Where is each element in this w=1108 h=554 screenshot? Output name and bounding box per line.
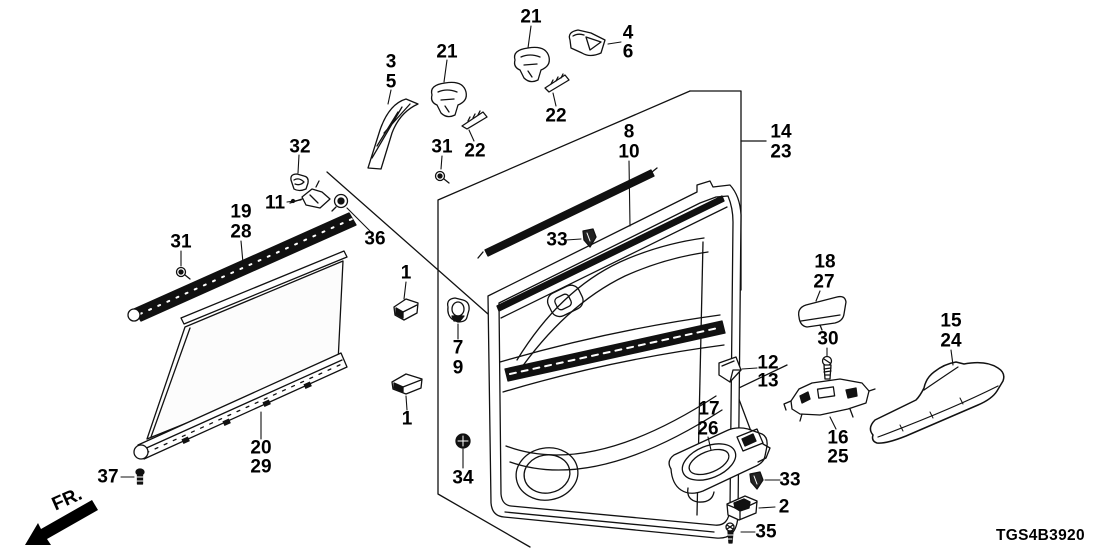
part-22-slat-a (461, 110, 488, 130)
part-label-18: 18 (814, 251, 836, 273)
part-label-36: 36 (364, 228, 386, 250)
part-label-22: 22 (545, 105, 567, 127)
part-label-15: 15 (940, 310, 962, 332)
part-4-6-garnish (568, 29, 606, 57)
part-label-2: 2 (778, 496, 790, 518)
part-label-26: 26 (697, 418, 719, 440)
part-label-10: 10 (618, 141, 640, 163)
part-label-31: 31 (431, 136, 453, 158)
part-label-22: 22 (464, 140, 486, 162)
part-1-clip-bottom (391, 373, 423, 395)
part-31-clip-a (434, 170, 450, 184)
part-label-33: 33 (779, 469, 801, 491)
part-20-29-sunshade (133, 250, 348, 460)
part-35-screw (725, 522, 735, 544)
part-label-11: 11 (264, 192, 286, 214)
part-30-screw (821, 355, 833, 380)
part-7-9-grommet (447, 297, 470, 323)
part-label-27: 27 (813, 271, 835, 293)
door-lining-panel-drawing (487, 180, 742, 539)
part-33-clip-top (582, 228, 597, 248)
part-label-32: 32 (289, 136, 311, 158)
part-label-28: 28 (230, 221, 252, 243)
part-15-24-armrest (869, 361, 1005, 444)
part-label-14: 14 (770, 121, 792, 143)
part-label-24: 24 (940, 330, 962, 352)
part-label-3: 3 (385, 51, 397, 73)
part-label-20: 20 (250, 437, 272, 459)
part-label-29: 29 (250, 456, 272, 478)
part-33-clip-bottom (749, 471, 764, 490)
part-label-13: 13 (757, 370, 779, 392)
part-12-13-cap (718, 356, 742, 383)
part-label-21: 21 (436, 41, 458, 63)
part-label-4: 4 (622, 22, 634, 44)
part-8-10-weatherstrip (477, 167, 658, 259)
part-label-33: 33 (546, 229, 568, 251)
part-label-35: 35 (755, 521, 777, 543)
diagram-code: TGS4B3920 (996, 527, 1085, 544)
part-11-bracket (289, 180, 331, 209)
part-label-9: 9 (452, 357, 464, 379)
part-34-grommet (455, 433, 471, 449)
part-label-30: 30 (817, 328, 839, 350)
part-label-8: 8 (623, 121, 635, 143)
part-label-1: 1 (401, 408, 413, 430)
part-label-12: 12 (757, 352, 779, 374)
part-21-clip-a (430, 81, 467, 118)
part-label-34: 34 (452, 467, 474, 489)
part-label-17: 17 (698, 398, 720, 420)
part-18-27-cap (798, 295, 847, 331)
part-label-1: 1 (400, 262, 412, 284)
part-label-16: 16 (827, 427, 849, 449)
part-32-clip (290, 173, 309, 192)
part-label-5: 5 (385, 71, 397, 93)
part-label-19: 19 (230, 201, 252, 223)
part-37-screw (135, 468, 145, 485)
speaker-oval (515, 447, 579, 501)
part-label-6: 6 (622, 41, 634, 63)
part-22-slat-b (544, 73, 570, 93)
part-1-clip-top (393, 298, 419, 321)
part-3-5-corner-garnish (367, 98, 419, 170)
fr-arrow-icon (25, 500, 98, 545)
leader-lines (120, 25, 954, 533)
part-label-23: 23 (770, 141, 792, 163)
part-2-switch (726, 495, 758, 521)
part-36-grommet (331, 193, 349, 212)
part-label-21: 21 (520, 6, 542, 28)
part-label-7: 7 (452, 337, 464, 359)
part-16-25-bracket (783, 378, 876, 422)
part-31-clip-b (175, 266, 191, 280)
part-label-37: 37 (97, 466, 119, 488)
part-label-31: 31 (170, 231, 192, 253)
part-19-28-rail (127, 212, 357, 322)
part-21-clip-b (513, 46, 550, 83)
part-label-25: 25 (827, 446, 849, 468)
